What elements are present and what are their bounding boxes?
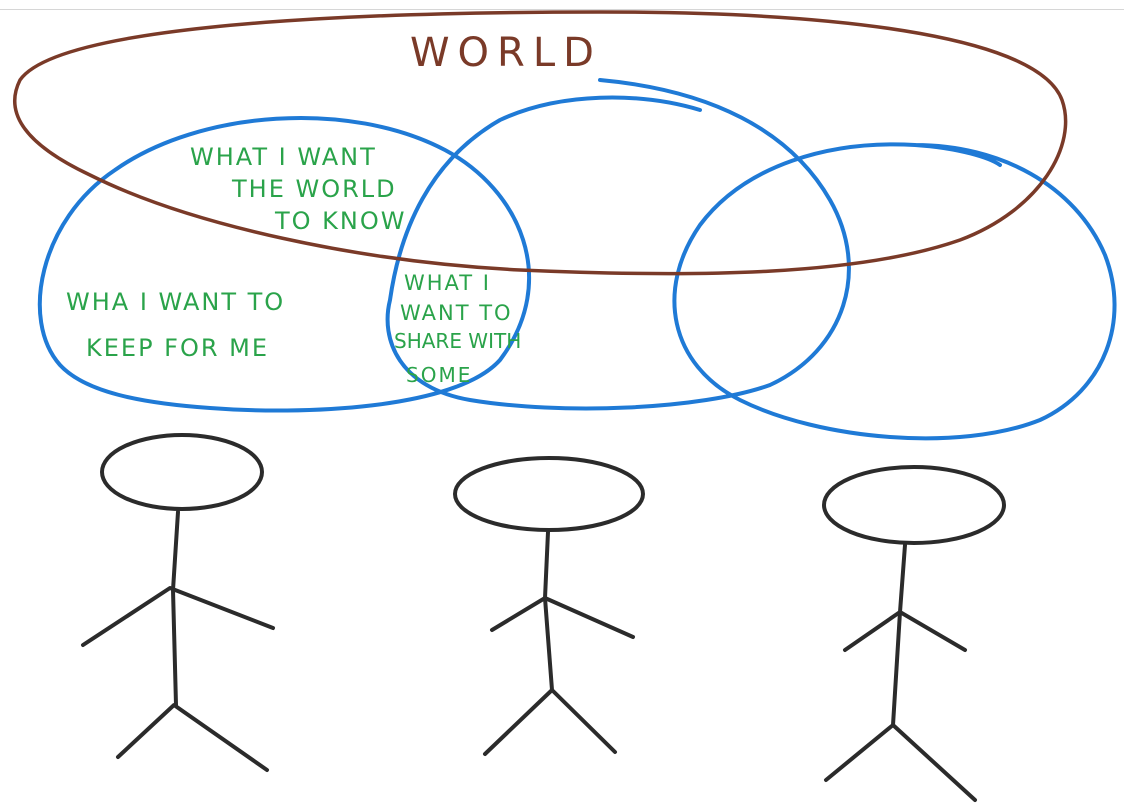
bubble-right bbox=[672, 142, 1117, 441]
bubble-left bbox=[37, 116, 532, 413]
person-3-body bbox=[824, 543, 977, 802]
person-1 bbox=[81, 433, 275, 772]
person-3 bbox=[822, 465, 1006, 802]
person-2-head bbox=[453, 456, 645, 532]
shared-line-3: SHARE WITH bbox=[394, 329, 521, 353]
person-2-body bbox=[483, 530, 635, 756]
shared-line-2: WANT TO bbox=[400, 301, 513, 325]
private-bubble-text: WHA I WANT TO KEEP FOR ME bbox=[66, 288, 285, 362]
public-bubble-text: WHAT I WANT THE WORLD TO KNOW bbox=[190, 143, 407, 235]
public-line-1: WHAT I WANT bbox=[190, 143, 377, 171]
private-line-1: WHA I WANT TO bbox=[66, 288, 285, 316]
public-line-3: TO KNOW bbox=[274, 207, 407, 235]
bubble-middle bbox=[385, 78, 851, 411]
world-label: WORLD bbox=[410, 30, 602, 76]
public-line-2: THE WORLD bbox=[231, 175, 397, 203]
person-1-body bbox=[81, 510, 275, 772]
private-line-2: KEEP FOR ME bbox=[86, 334, 269, 362]
person-2 bbox=[453, 456, 645, 756]
top-border bbox=[0, 0, 1124, 10]
person-1-head bbox=[100, 433, 264, 511]
shared-line-1: WHAT I bbox=[404, 271, 491, 295]
shared-bubble-text: WHAT I WANT TO SHARE WITH SOME bbox=[394, 271, 521, 387]
person-3-head bbox=[822, 465, 1006, 545]
thought-bubbles bbox=[37, 78, 1117, 441]
world-ellipse bbox=[12, 10, 1068, 276]
shared-line-4: SOME bbox=[406, 363, 472, 387]
